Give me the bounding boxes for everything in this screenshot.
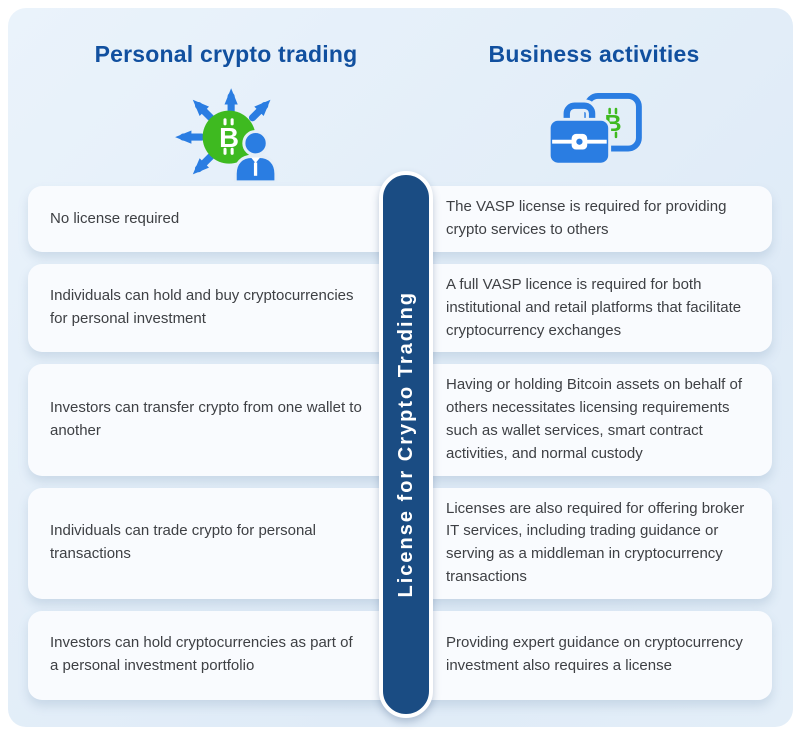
personal-item-1: No license required bbox=[50, 209, 180, 227]
business-column-title: Business activities bbox=[488, 41, 700, 67]
personal-column-title: Personal crypto trading bbox=[94, 41, 358, 67]
business-item-3: Having or holding Bitcoin assets on beha… bbox=[446, 376, 743, 462]
briefcase-bitcoin-screen-icon: B bbox=[546, 92, 646, 170]
svg-text:B: B bbox=[219, 122, 239, 153]
bitcoin-investor-arrows-graphic: B bbox=[175, 88, 278, 182]
business-item-4: Licenses are also required for offering … bbox=[446, 499, 745, 585]
personal-item-3: Investors can transfer crypto from one w… bbox=[50, 399, 362, 439]
center-license-banner-label: License for Crypto Trading bbox=[394, 291, 417, 598]
personal-item-4: Individuals can trade crypto for persona… bbox=[50, 522, 316, 563]
business-item-5: Providing expert guidance on cryptocurre… bbox=[446, 634, 743, 675]
personal-item-5: Investors can hold cryptocurrencies as p… bbox=[50, 634, 353, 675]
center-license-banner: License for Crypto Trading bbox=[379, 171, 433, 718]
business-item-2: A full VASP licence is required for both… bbox=[446, 276, 742, 339]
business-item-1: The VASP license is required for providi… bbox=[446, 198, 727, 238]
briefcase-bitcoin-screen-graphic: B bbox=[547, 92, 642, 166]
personal-item-2: Individuals can hold and buy cryptocurre… bbox=[50, 287, 354, 328]
bitcoin-investor-arrows-icon: B bbox=[168, 80, 280, 182]
infographic-board: Personal crypto trading Business activit… bbox=[8, 8, 793, 727]
